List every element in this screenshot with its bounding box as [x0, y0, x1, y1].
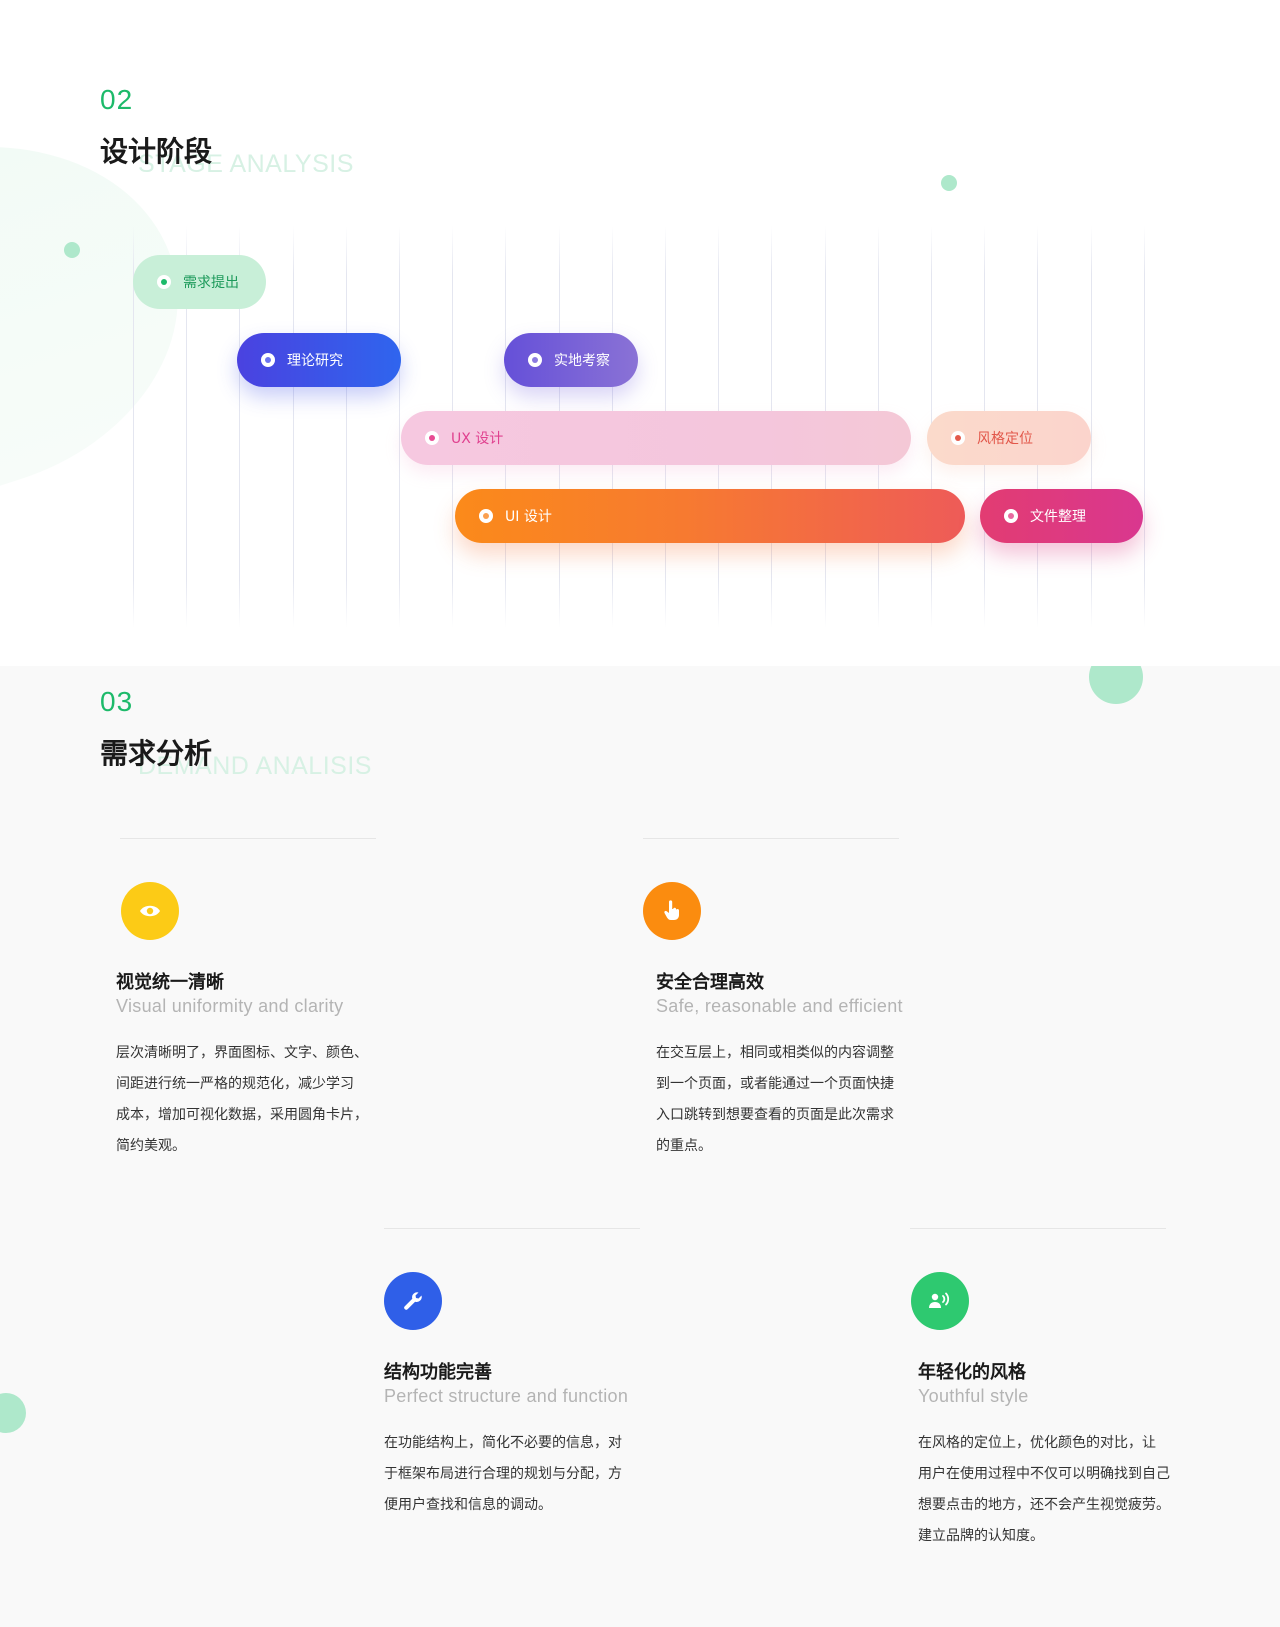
- desc-line: 间距进行统一严格的规范化，减少学习: [116, 1076, 354, 1092]
- eye-icon: [121, 882, 179, 940]
- bullet-icon: [157, 275, 171, 289]
- desc-line: 在风格的定位上，优化颜色的对比，让: [918, 1435, 1156, 1451]
- grid-line: [293, 226, 294, 628]
- stage-bar-ui[interactable]: UI 设计: [455, 489, 965, 543]
- card-title: 安全合理高效: [656, 972, 764, 993]
- stage-bar-xq[interactable]: 需求提出: [133, 255, 266, 309]
- desc-line: 的重点。: [656, 1138, 712, 1154]
- bullet-icon: [951, 431, 965, 445]
- desc-line: 在交互层上，相同或相类似的内容调整: [656, 1045, 894, 1061]
- desc-line: 简约美观。: [116, 1138, 186, 1154]
- card-subtitle: Youthful style: [918, 1386, 1029, 1406]
- card-divider: [120, 838, 376, 839]
- grid-line: [399, 226, 400, 628]
- card-subtitle: Visual uniformity and clarity: [116, 996, 344, 1016]
- grid-line: [186, 226, 187, 628]
- stage-bar-wj[interactable]: 文件整理: [980, 489, 1143, 543]
- stage-bar-label: 实地考察: [554, 353, 610, 369]
- desc-line: 便用户查找和信息的调动。: [384, 1497, 552, 1513]
- card-description: 在风格的定位上，优化颜色的对比，让 用户在使用过程中不仅可以明确找到自己 想要点…: [918, 1428, 1170, 1552]
- bullet-icon: [479, 509, 493, 523]
- feature-card-youthful: 年轻化的风格 Youthful style 在风格的定位上，优化颜色的对比，让 …: [910, 1228, 1190, 1558]
- wrench-icon: [384, 1272, 442, 1330]
- stage-bar-ll[interactable]: 理论研究: [237, 333, 401, 387]
- stage-bar-label: 需求提出: [183, 275, 239, 291]
- bullet-icon: [528, 353, 542, 367]
- desc-line: 用户在使用过程中不仅可以明确找到自己: [918, 1466, 1170, 1482]
- grid-line: [133, 226, 134, 628]
- desc-line: 建立品牌的认知度。: [918, 1528, 1044, 1544]
- stage-bar-ux[interactable]: UX 设计: [401, 411, 911, 465]
- desc-line: 想要点击的地方，还不会产生视觉疲劳。: [918, 1497, 1170, 1513]
- feature-card-visual: 视觉统一清晰 Visual uniformity and clarity 层次清…: [116, 838, 396, 1158]
- card-title: 视觉统一清晰: [116, 972, 224, 993]
- hand-pointer-icon: [643, 882, 701, 940]
- stage-bar-label: 风格定位: [977, 431, 1033, 447]
- section-subtitle: STAGE ANALYSIS: [138, 150, 354, 178]
- card-description: 在功能结构上，简化不必要的信息，对 于框架布局进行合理的规划与分配，方 便用户查…: [384, 1428, 622, 1521]
- decorative-dot: [1089, 666, 1143, 704]
- decorative-dot: [0, 1393, 26, 1433]
- stage-bar-label: 理论研究: [287, 353, 343, 369]
- grid-line: [346, 226, 347, 628]
- card-divider: [910, 1228, 1166, 1229]
- desc-line: 到一个页面，或者能通过一个页面快捷: [656, 1076, 894, 1092]
- desc-line: 入口跳转到想要查看的页面是此次需求: [656, 1107, 894, 1123]
- decorative-dot: [941, 175, 957, 191]
- card-divider: [384, 1228, 640, 1229]
- grid-line: [1144, 226, 1145, 628]
- card-description: 层次清晰明了，界面图标、文字、颜色、 间距进行统一严格的规范化，减少学习 成本，…: [116, 1038, 368, 1162]
- desc-line: 于框架布局进行合理的规划与分配，方: [384, 1466, 622, 1482]
- desc-line: 在功能结构上，简化不必要的信息，对: [384, 1435, 622, 1451]
- bullet-icon: [261, 353, 275, 367]
- section-number: 03: [100, 686, 134, 717]
- stage-section: 02 设计阶段 STAGE ANALYSIS 需求提出 理论研究 实地考察 UX…: [0, 0, 1280, 666]
- grid-line: [1091, 226, 1092, 628]
- section-title: 需求分析: [100, 737, 213, 770]
- section-title: 设计阶段: [100, 135, 213, 168]
- stage-bar-label: 文件整理: [1030, 509, 1086, 525]
- feature-card-structure: 结构功能完善 Perfect structure and function 在功…: [384, 1228, 664, 1528]
- card-subtitle: Safe, reasonable and efficient: [656, 996, 903, 1016]
- decorative-dot: [64, 242, 80, 258]
- user-voice-icon: [911, 1272, 969, 1330]
- card-subtitle: Perfect structure and function: [384, 1386, 629, 1406]
- stage-bar-label: UX 设计: [451, 431, 504, 447]
- grid-line: [239, 226, 240, 628]
- section-number: 02: [100, 84, 134, 115]
- bullet-icon: [1004, 509, 1018, 523]
- card-divider: [643, 838, 899, 839]
- feature-card-safe: 安全合理高效 Safe, reasonable and efficient 在交…: [643, 838, 923, 1158]
- desc-line: 成本，增加可视化数据，采用圆角卡片，: [116, 1107, 368, 1123]
- card-title: 结构功能完善: [384, 1362, 492, 1383]
- demand-section: 03 需求分析 DEMAND ANALISIS 视觉统一清晰 Visual un…: [0, 666, 1280, 1627]
- card-title: 年轻化的风格: [918, 1362, 1026, 1383]
- card-description: 在交互层上，相同或相类似的内容调整 到一个页面，或者能通过一个页面快捷 入口跳转…: [656, 1038, 894, 1162]
- stage-bar-label: UI 设计: [505, 509, 552, 525]
- bullet-icon: [425, 431, 439, 445]
- desc-line: 层次清晰明了，界面图标、文字、颜色、: [116, 1045, 368, 1061]
- section-subtitle: DEMAND ANALISIS: [138, 752, 372, 780]
- stage-bar-sd[interactable]: 实地考察: [504, 333, 638, 387]
- stage-bar-fg[interactable]: 风格定位: [927, 411, 1091, 465]
